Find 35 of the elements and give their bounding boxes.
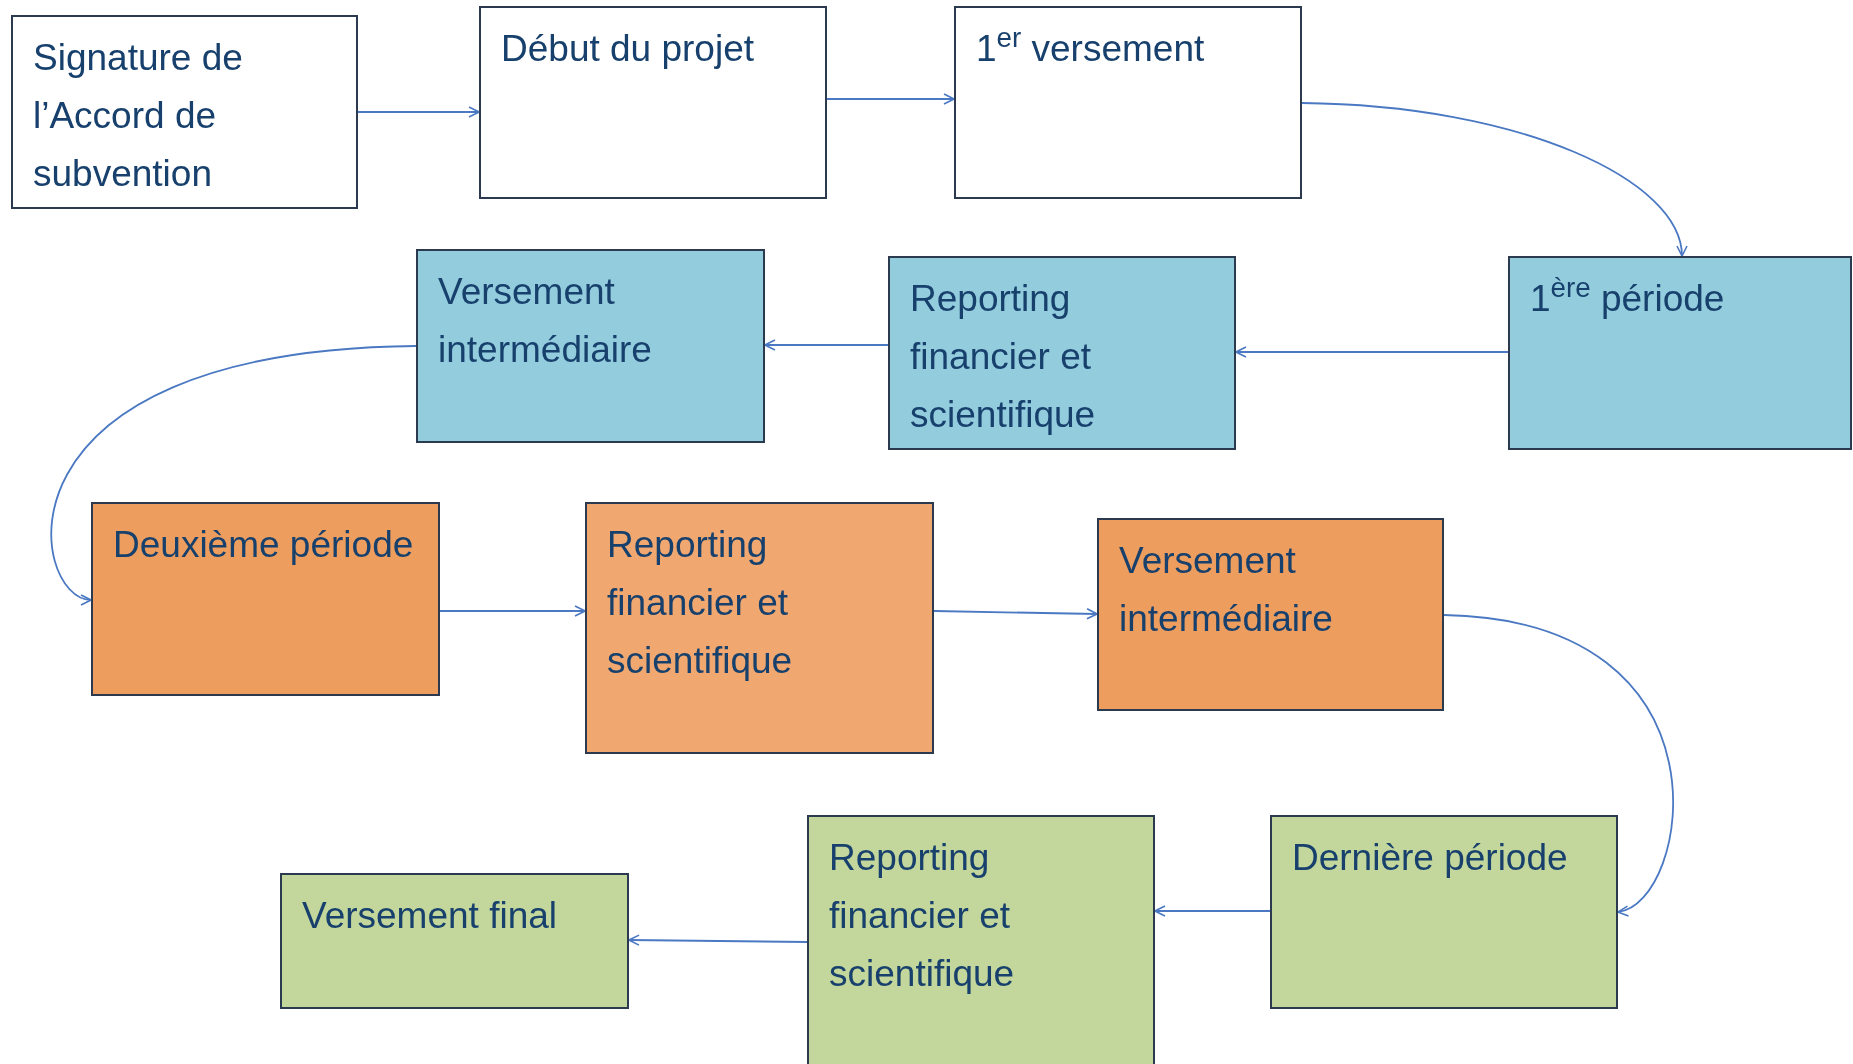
arrow (1443, 614, 1674, 914)
process-box (11, 15, 358, 209)
process-box (416, 249, 765, 443)
process-box (280, 873, 629, 1009)
process-box (1097, 518, 1444, 711)
process-box (1270, 815, 1618, 1009)
box-label: Reporting financier et scientifique (829, 836, 1016, 996)
box-label: Reporting financier et scientifique (910, 277, 1097, 437)
box-label: Versement intermédiaire (438, 270, 653, 372)
box-label: 1$^{ère}$ période (1530, 271, 1726, 321)
box-label: Versement intermédiaire (1119, 539, 1334, 641)
box-label: Début du projet (501, 27, 755, 71)
arrow (764, 339, 889, 351)
arrow (826, 93, 955, 105)
arrow (357, 106, 480, 118)
arrow (439, 605, 586, 617)
box-label: Reporting financier et scientifique (607, 523, 794, 683)
process-box (479, 6, 827, 199)
arrow (933, 608, 1098, 620)
box-label: Versement final (302, 894, 559, 938)
arrow (1235, 346, 1509, 358)
box-label: Dernière période (1292, 836, 1569, 880)
process-box (91, 502, 440, 696)
arrow (50, 345, 417, 603)
arrow (628, 934, 808, 946)
arrow (1154, 905, 1271, 917)
process-box (1508, 256, 1852, 450)
box-label: 1$^{er}$ versement (976, 21, 1206, 71)
process-box (807, 815, 1155, 1064)
arrow (1301, 102, 1686, 257)
box-label: Signature de l’Accord de subvention (33, 36, 244, 196)
box-label: Deuxième période (113, 523, 415, 567)
process-box (585, 502, 934, 754)
process-box (888, 256, 1236, 450)
process-box (954, 6, 1302, 199)
